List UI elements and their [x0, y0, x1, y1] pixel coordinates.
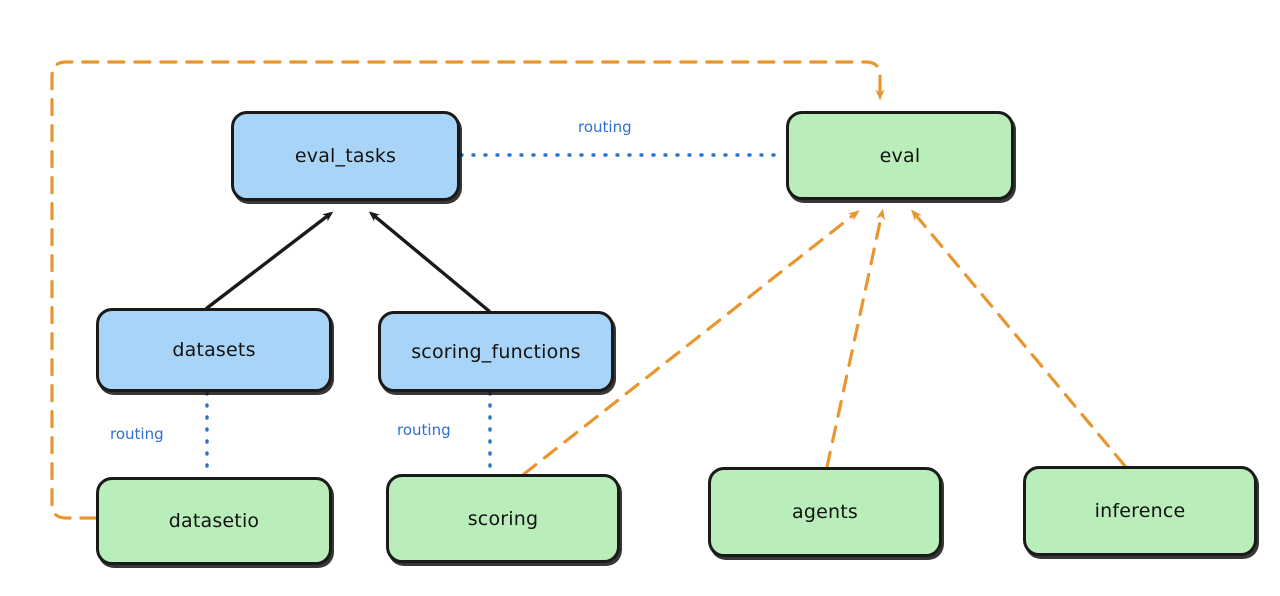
edge-scoring-to-eval	[522, 210, 860, 476]
node-agents[interactable]: agents	[708, 467, 942, 557]
node-scoring[interactable]: scoring	[386, 474, 620, 563]
edge-datasetio-to-eval	[50, 60, 885, 520]
node-label: eval_tasks	[294, 145, 397, 167]
node-scoring-functions[interactable]: scoring_functions	[378, 311, 614, 392]
edge-inference-to-eval	[911, 209, 1127, 468]
node-label: datasets	[172, 339, 256, 361]
node-eval-tasks[interactable]: eval_tasks	[231, 111, 460, 201]
edge-datasets-to-eval_tasks	[205, 211, 334, 310]
edge-agents-to-eval	[825, 208, 886, 469]
node-label: agents	[792, 501, 858, 523]
node-inference[interactable]: inference	[1023, 466, 1257, 556]
node-datasetio[interactable]: datasetio	[96, 477, 332, 565]
node-label: eval	[879, 144, 921, 167]
node-label: scoring_functions	[411, 340, 581, 363]
edge-label-routing-scoring-functions: routing	[397, 421, 451, 439]
node-label: inference	[1094, 500, 1186, 522]
node-eval[interactable]: eval	[786, 111, 1014, 200]
node-label: scoring	[467, 507, 539, 530]
edge-label-routing-datasets: routing	[110, 425, 164, 443]
node-datasets[interactable]: datasets	[96, 308, 332, 392]
node-label: datasetio	[168, 510, 260, 532]
edge-scoring_functions-to-eval_tasks	[368, 211, 491, 313]
edge-label-routing-eval-tasks: routing	[578, 118, 632, 136]
